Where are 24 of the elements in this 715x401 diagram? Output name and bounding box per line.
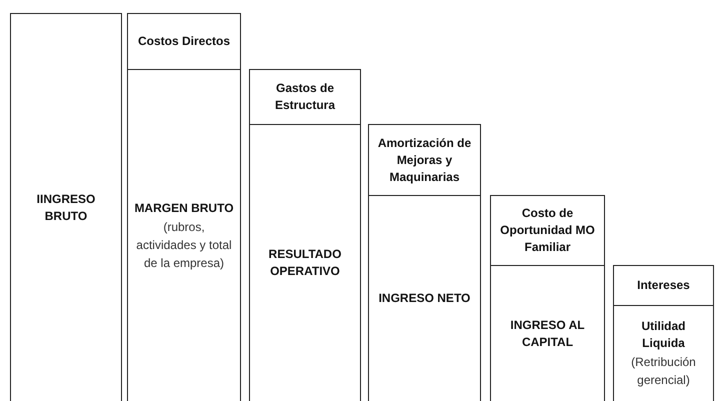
box-note: (Retribución gerencial) (630, 354, 697, 389)
cost-box (368, 124, 481, 196)
box-heading: Amortización de Mejoras y Maquinarias (376, 134, 472, 186)
box-heading: MARGEN BRUTO (134, 200, 234, 216)
box-note: (rubros, actividades y total de la empresa) (135, 218, 233, 272)
box-heading: Costos Directos (138, 33, 230, 50)
cost-box (249, 69, 361, 125)
result-box (613, 305, 714, 401)
result-box (490, 265, 605, 401)
cost-box (127, 13, 241, 70)
cost-box (613, 265, 714, 306)
result-box (249, 124, 361, 401)
box-heading: INGRESO NETO (378, 290, 470, 307)
result-box (368, 195, 481, 401)
income-column (10, 13, 122, 401)
result-box (127, 69, 241, 401)
box-heading: Costo de Oportunidad MO Familiar (499, 205, 596, 256)
box-heading: IINGRESO BRUTO (36, 190, 96, 224)
cost-box (490, 195, 605, 266)
box-heading: RESULTADO OPERATIVO (268, 246, 342, 280)
box-heading: Utilidad Liquida (640, 318, 686, 352)
box-heading: Gastos de Estructura (274, 80, 336, 114)
box-heading: Intereses (637, 277, 690, 294)
box-heading: INGRESO AL CAPITAL (509, 316, 586, 350)
